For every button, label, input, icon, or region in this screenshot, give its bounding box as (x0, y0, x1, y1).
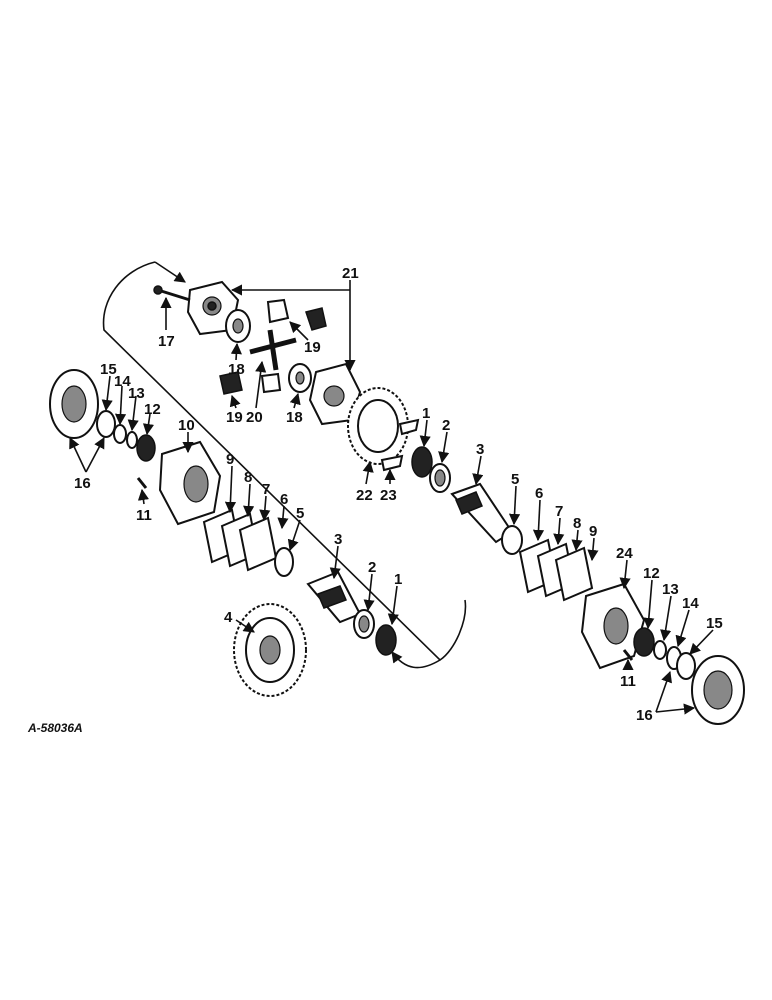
callout-20: 20 (246, 409, 263, 426)
bolt-11-left (136, 477, 148, 489)
callout-19-lower: 19 (226, 409, 243, 426)
callout-10: 10 (178, 417, 195, 434)
snap-ring-13-right (653, 640, 667, 660)
callout-3-right: 3 (476, 441, 484, 458)
brake-disc-16-right (691, 655, 745, 725)
lock-plate-23 (380, 418, 420, 472)
callout-18-lower: 18 (286, 409, 303, 426)
cone-1-left (375, 624, 397, 656)
callout-2-left: 2 (368, 559, 376, 576)
pinion-19-center (260, 372, 282, 394)
callout-5-right: 5 (511, 471, 519, 488)
callout-8-right: 8 (573, 515, 581, 532)
snap-ring-13-left (126, 431, 138, 449)
leader-lines (69, 280, 714, 715)
callout-4: 4 (224, 609, 233, 626)
o-ring-15-right (676, 652, 696, 680)
o-ring-5-right (501, 525, 523, 555)
callout-11-left: 11 (136, 507, 152, 524)
brake-disc-16-left (49, 369, 99, 439)
shims-6-9-left (202, 508, 278, 572)
callout-14-right: 14 (682, 595, 699, 612)
callout-9-right: 9 (589, 523, 597, 540)
housing-bottom-edge (391, 651, 441, 669)
callout-15-right: 15 (706, 615, 723, 632)
side-gear-18-lower (288, 363, 312, 393)
callout-24: 24 (616, 545, 633, 562)
shaft-3-left (306, 570, 362, 624)
callout-17: 17 (158, 333, 175, 350)
callout-16-left: 16 (74, 475, 91, 492)
carrier-10 (158, 440, 222, 526)
bolt-11-right (622, 649, 634, 661)
callout-16-right: 16 (636, 707, 653, 724)
callout-2-right: 2 (442, 417, 450, 434)
o-ring-15-left (96, 410, 116, 438)
side-gear-18-upper (225, 309, 251, 343)
bearing-12-right (633, 627, 655, 657)
bearing-12-left (136, 434, 156, 462)
callout-22: 22 (356, 487, 373, 504)
callout-11-right: 11 (620, 673, 636, 690)
pinion-19-upper-right (305, 307, 327, 331)
cup-2-left (353, 609, 375, 639)
cone-1-right (411, 446, 433, 478)
callout-6-left: 6 (280, 491, 288, 508)
callout-9-left: 9 (226, 451, 234, 468)
callout-12-left: 12 (144, 401, 161, 418)
housing-outline (102, 261, 467, 662)
bolt-17 (153, 285, 191, 302)
ring-gear-22 (347, 387, 409, 465)
callout-1-right: 1 (422, 405, 430, 422)
housing-top-edge (154, 261, 186, 283)
o-ring-5-left (274, 547, 294, 577)
bull-gear-4 (233, 603, 307, 697)
callout-15-left: 15 (100, 361, 117, 378)
callout-21: 21 (342, 265, 359, 282)
washer-14-left (113, 424, 127, 444)
callout-23: 23 (380, 487, 397, 504)
callout-13-right: 13 (662, 581, 679, 598)
callout-13-left: 13 (128, 385, 145, 402)
callout-7-right: 7 (555, 503, 563, 520)
pinion-19-upper-left (266, 298, 290, 324)
callout-1-left: 1 (394, 571, 402, 588)
callout-labels: 1 2 3 5 6 7 8 9 24 12 13 14 15 11 16 21 … (74, 265, 723, 724)
callout-14-left: 14 (114, 373, 131, 390)
callout-8-left: 8 (244, 469, 252, 486)
pinion-19-lower (219, 371, 243, 395)
callout-18-upper: 18 (228, 361, 245, 378)
cup-2-right (429, 463, 451, 493)
shims-6-9-right (518, 538, 594, 602)
callout-5-left: 5 (296, 505, 304, 522)
callout-19-upper: 19 (304, 339, 321, 356)
callout-3-left: 3 (334, 531, 342, 548)
callout-6-right: 6 (535, 485, 543, 502)
spider-cross-20 (249, 329, 297, 371)
callout-12-right: 12 (643, 565, 660, 582)
drawing-code: A-58036A (27, 721, 83, 735)
carrier-24 (580, 582, 646, 670)
callout-7-left: 7 (262, 481, 270, 498)
